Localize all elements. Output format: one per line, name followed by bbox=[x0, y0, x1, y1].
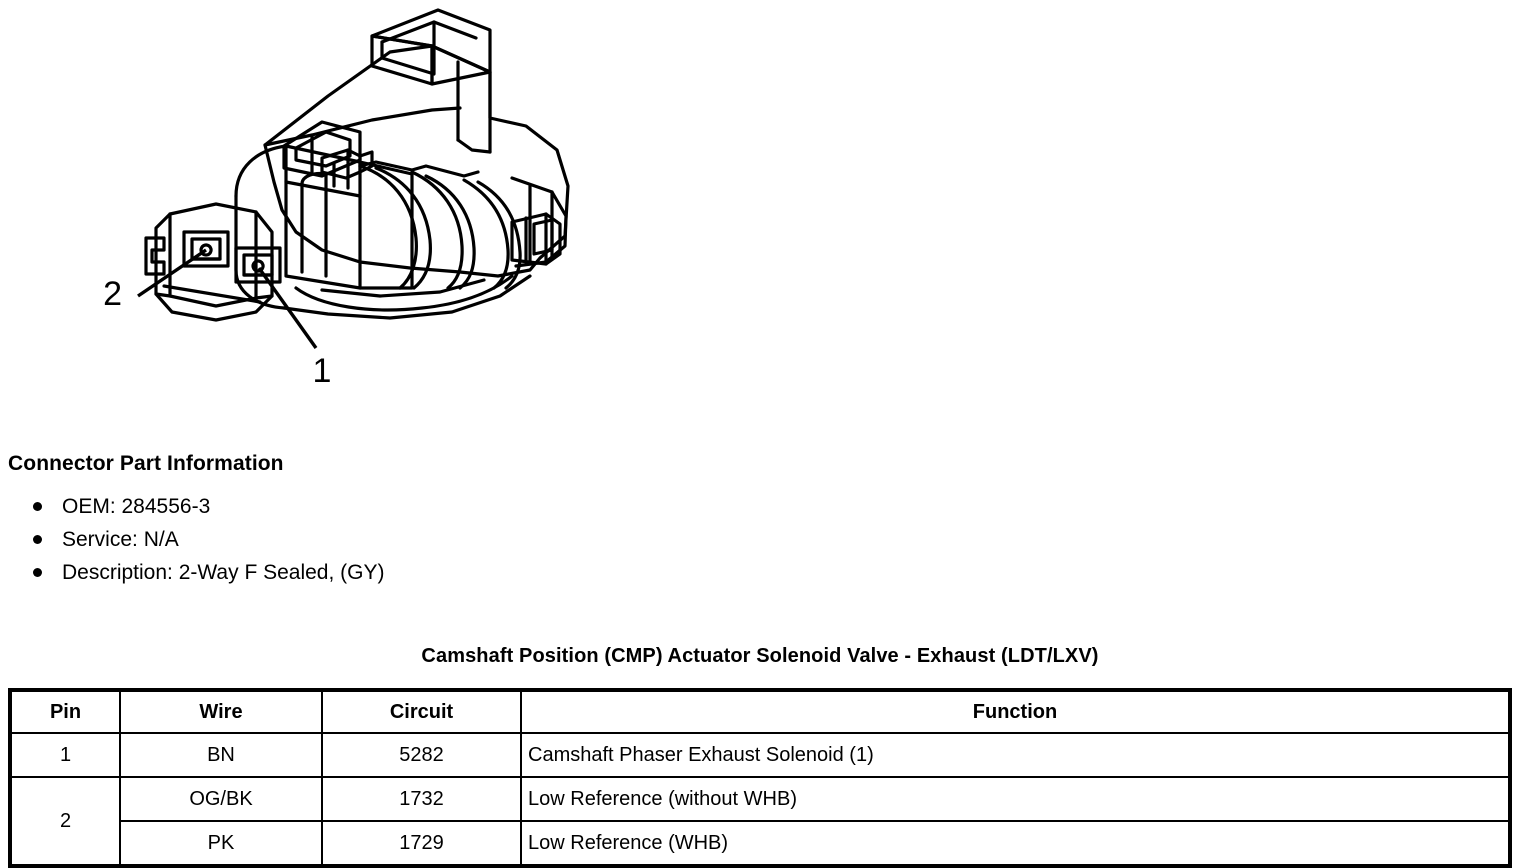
cell-function: Low Reference (WHB) bbox=[520, 820, 1511, 867]
cavity-1 bbox=[234, 246, 282, 284]
list-item: OEM: 284556-3 bbox=[8, 490, 708, 523]
connector-part-information-section: Connector Part Information OEM: 284556-3… bbox=[8, 452, 708, 589]
connector-line-drawing: 2 1 bbox=[103, 8, 570, 390]
cell-pin: 1 bbox=[9, 732, 121, 778]
cell-function: Camshaft Phaser Exhaust Solenoid (1) bbox=[520, 732, 1511, 778]
cell-wire: PK bbox=[119, 820, 323, 867]
table-header-row: Pin Wire Circuit Function bbox=[9, 689, 1511, 734]
connector-illustration: 2 1 bbox=[60, 0, 620, 400]
cell-circuit: 1732 bbox=[321, 776, 522, 822]
cell-circuit: 5282 bbox=[321, 732, 522, 778]
cavity-2 bbox=[182, 230, 230, 268]
part-info-oem: OEM: 284556-3 bbox=[62, 495, 211, 518]
column-header-function: Function bbox=[520, 689, 1511, 734]
part-info-heading: Connector Part Information bbox=[8, 452, 284, 475]
table-row: 1 BN 5282 Camshaft Phaser Exhaust Soleno… bbox=[9, 732, 1511, 778]
list-item: Description: 2-Way F Sealed, (GY) bbox=[8, 556, 708, 589]
column-header-circuit: Circuit bbox=[321, 689, 522, 734]
cell-function: Low Reference (without WHB) bbox=[520, 776, 1511, 822]
column-header-wire: Wire bbox=[119, 689, 323, 734]
callout-label-1: 1 bbox=[313, 352, 332, 390]
bullet-icon bbox=[33, 535, 42, 544]
table-row: 2 OG/BK 1732 Low Reference (without WHB) bbox=[9, 776, 1511, 867]
face-keyway-notch bbox=[144, 236, 166, 276]
bullet-icon bbox=[33, 502, 42, 511]
leader-line-pin-1 bbox=[257, 267, 318, 349]
callout-label-2: 2 bbox=[103, 275, 122, 313]
cell-pin: 2 bbox=[9, 776, 121, 867]
leader-line-pin-2 bbox=[137, 248, 207, 298]
cell-circuit: 1729 bbox=[321, 820, 522, 867]
list-item: Service: N/A bbox=[8, 523, 708, 556]
part-info-list: OEM: 284556-3 Service: N/A Description: … bbox=[8, 490, 708, 589]
connector-body-outline bbox=[144, 8, 570, 322]
cell-wire: OG/BK bbox=[119, 776, 323, 822]
cell-wire: BN bbox=[119, 732, 323, 778]
part-info-service: Service: N/A bbox=[62, 528, 179, 551]
pinout-table-title: Camshaft Position (CMP) Actuator Solenoi… bbox=[421, 645, 1099, 667]
pinout-table: Pin Wire Circuit Function 1 BN 5282 Cams… bbox=[8, 688, 1512, 868]
pinout-table-container: Pin Wire Circuit Function 1 BN 5282 Cams… bbox=[8, 688, 1512, 868]
bullet-icon bbox=[33, 568, 42, 577]
column-header-pin: Pin bbox=[9, 689, 121, 734]
table-row: PK 1729 Low Reference (WHB) bbox=[10, 820, 1511, 867]
part-info-description: Description: 2-Way F Sealed, (GY) bbox=[62, 561, 385, 584]
